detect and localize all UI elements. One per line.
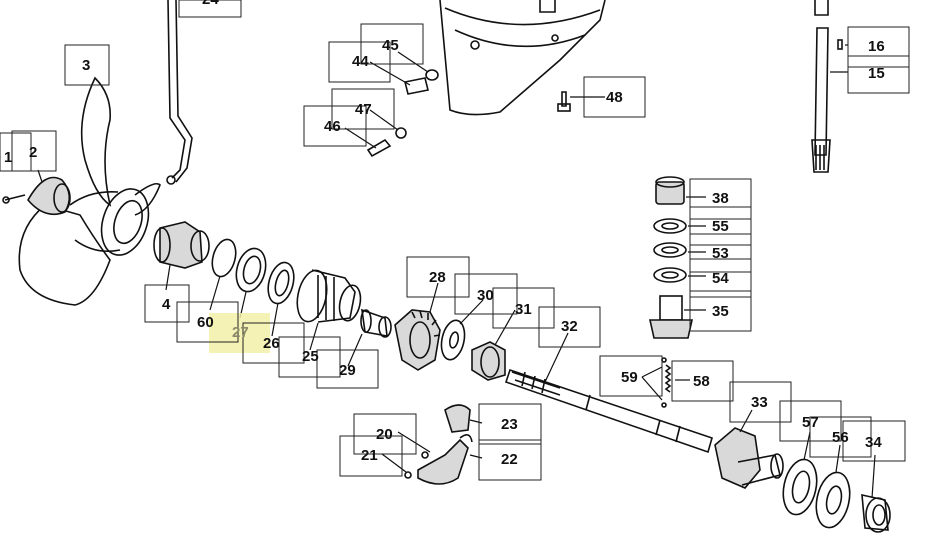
callout-boxes xyxy=(0,0,910,481)
label-28[interactable]: 28 xyxy=(429,269,446,286)
label-53[interactable]: 53 xyxy=(712,245,729,262)
label-2[interactable]: 2 xyxy=(29,144,37,161)
label-21[interactable]: 21 xyxy=(361,447,378,464)
label-24[interactable]: 24 xyxy=(202,0,219,8)
label-16[interactable]: 16 xyxy=(868,38,885,55)
label-35[interactable]: 35 xyxy=(712,303,729,320)
label-26[interactable]: 26 xyxy=(263,335,280,352)
label-55[interactable]: 55 xyxy=(712,218,729,235)
label-20[interactable]: 20 xyxy=(376,426,393,443)
label-33[interactable]: 33 xyxy=(751,394,768,411)
label-60[interactable]: 60 xyxy=(197,314,214,331)
label-56[interactable]: 56 xyxy=(832,429,849,446)
label-31[interactable]: 31 xyxy=(515,301,532,318)
bearing-carrier-25 xyxy=(296,269,362,351)
thrust-bearing-57 xyxy=(782,431,818,516)
label-38[interactable]: 38 xyxy=(712,190,729,207)
roller-bearing-29 xyxy=(347,308,392,367)
label-23[interactable]: 23 xyxy=(501,416,518,433)
prop-shaft-32 xyxy=(504,332,713,454)
shift-rod xyxy=(166,0,193,185)
label-54[interactable]: 54 xyxy=(712,270,729,287)
o-ring-60 xyxy=(211,238,237,278)
shift-shaft-15 xyxy=(811,0,848,173)
bearing-34 xyxy=(861,454,891,533)
gear-33 xyxy=(714,409,784,489)
label-47[interactable]: 47 xyxy=(355,101,372,118)
clutch-31 xyxy=(471,309,516,381)
label-29[interactable]: 29 xyxy=(339,362,356,379)
highlight-part-27 xyxy=(209,313,270,353)
label-48[interactable]: 48 xyxy=(606,89,623,106)
label-3[interactable]: 3 xyxy=(82,57,90,74)
label-30[interactable]: 30 xyxy=(477,287,494,304)
bushing-4 xyxy=(153,221,210,291)
screw-44 xyxy=(369,51,439,95)
seal-26 xyxy=(267,261,295,337)
label-15[interactable]: 15 xyxy=(868,65,885,82)
prop-nut xyxy=(2,169,71,216)
pinion-stack xyxy=(649,176,706,339)
label-59[interactable]: 59 xyxy=(621,369,638,386)
label-44[interactable]: 44 xyxy=(352,53,369,70)
label-27[interactable]: 27 xyxy=(232,324,249,341)
label-22[interactable]: 22 xyxy=(501,451,518,468)
label-46[interactable]: 46 xyxy=(324,118,341,135)
label-1[interactable]: 1 xyxy=(4,149,12,166)
screw-48 xyxy=(557,91,605,112)
screw-46 xyxy=(344,109,407,158)
label-45[interactable]: 45 xyxy=(382,37,399,54)
washer-56 xyxy=(815,444,851,529)
detent-spring-58 xyxy=(641,357,690,408)
gear-housing xyxy=(439,0,606,116)
label-34[interactable]: 34 xyxy=(865,434,882,451)
label-32[interactable]: 32 xyxy=(561,318,578,335)
propeller xyxy=(18,76,161,306)
label-4[interactable]: 4 xyxy=(162,296,171,313)
label-58[interactable]: 58 xyxy=(693,373,710,390)
bevel-gear-28 xyxy=(394,282,441,371)
washer-30 xyxy=(440,299,484,361)
label-57[interactable]: 57 xyxy=(802,414,819,431)
label-25[interactable]: 25 xyxy=(302,348,319,365)
shift-cam xyxy=(381,404,483,485)
